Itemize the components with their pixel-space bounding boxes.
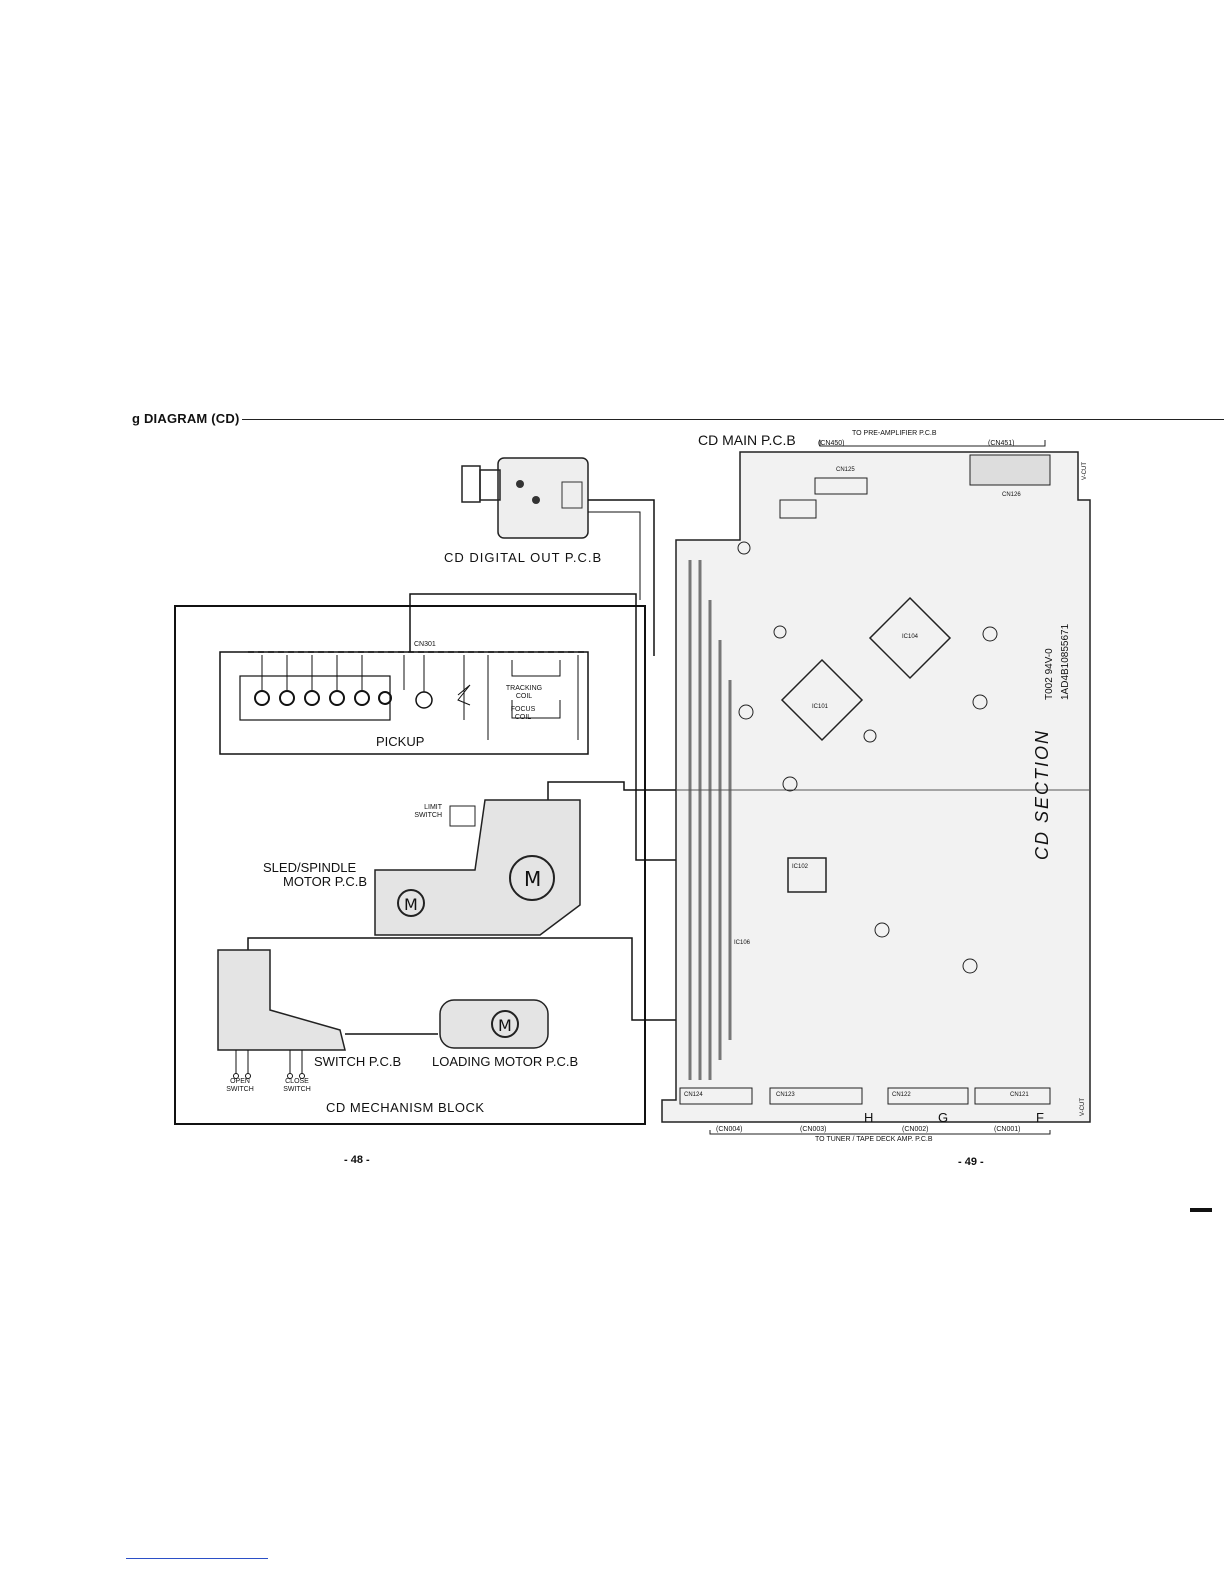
wire-pickup [409,593,676,861]
zone-h-label: H [864,1110,874,1125]
cn125-label: CN125 [836,467,855,473]
board-code-label: T002 94V-0 [1044,648,1055,700]
zone-f-label: F [1036,1110,1044,1125]
cn004-label: (CN004) [716,1126,743,1133]
loading-motor-pcb-label: LOADING MOTOR P.C.B [432,1054,579,1069]
cn002-label: (CN002) [902,1126,929,1133]
pickup-label: PICKUP [376,734,425,749]
page-number-left: - 48 - [344,1154,370,1166]
coils [487,655,579,740]
cd-mechanism-block-label: CD MECHANISM BLOCK [326,1100,485,1115]
photodiode-array [239,655,392,721]
cn124-label: CN124 [684,1092,703,1098]
zone-g-label: G [938,1110,949,1125]
close-switch-label: CLOSE SWITCH [283,1078,311,1093]
cn123-label: CN123 [776,1092,795,1098]
cn301-label: CN301 [414,641,436,648]
v-cut-top-label: V-CUT [1082,462,1088,480]
limit-switch-label: LIMIT SWITCH [414,804,442,819]
sled-spindle-board: M M [374,799,581,936]
digital-out-board [461,457,589,539]
cn126-label: CN126 [1002,492,1021,498]
to-tuner-label: TO TUNER / TAPE DECK AMP. P.C.B [815,1136,933,1143]
cn121-label: CN121 [1010,1092,1029,1098]
page-footer-rule [126,1558,268,1559]
cn122-label: CN122 [892,1092,911,1098]
loading-motor-board: M [439,999,549,1049]
open-switch-label: OPEN SWITCH [226,1078,254,1093]
wire-sled [547,781,676,800]
wire-digital-out-2 [588,511,641,600]
cd-main-board [661,440,1091,1135]
header-rule [242,419,1224,420]
laser-diode [403,655,471,720]
cn001-label: (CN001) [994,1126,1021,1133]
board-id-label: 1AD4B10855671 [1060,623,1071,700]
wire-digital-out [588,499,655,656]
svg-text:M: M [404,895,418,914]
sled-spindle-label: SLED/SPINDLE [263,860,357,875]
cn450-label: (CN450) [818,440,845,447]
switch-board [217,949,346,1079]
diagram-title: ɡ DIAGRAM (CD) [132,411,240,426]
cn451-label: (CN451) [988,440,1015,447]
motor-pcb-label: MOTOR P.C.B [283,874,368,889]
v-cut-bottom-label: V-CUT [1080,1098,1086,1116]
focus-coil-label: FOCUS COIL [510,706,536,721]
ic102-label: IC102 [792,864,809,870]
cd-section-label: CD SECTION [1032,728,1052,860]
switch-pcb-label: SWITCH P.C.B [314,1054,402,1069]
svg-text:M: M [498,1016,512,1035]
cn003-label: (CN003) [800,1126,827,1133]
ic101-label: IC101 [812,704,829,710]
svg-text:M: M [524,867,541,891]
cd-main-pcb-label: CD MAIN P.C.B [698,432,796,448]
ic106-label: IC106 [734,940,751,946]
tracking-coil-label: TRACKING COIL [505,685,543,700]
ic104-label: IC104 [902,634,919,640]
cd-digital-out-label: CD DIGITAL OUT P.C.B [444,550,603,565]
to-pre-amp-label: TO PRE-AMPLIFIER P.C.B [852,430,937,437]
page-number-right: - 49 - [958,1156,984,1168]
edge-mark [1190,1208,1212,1212]
